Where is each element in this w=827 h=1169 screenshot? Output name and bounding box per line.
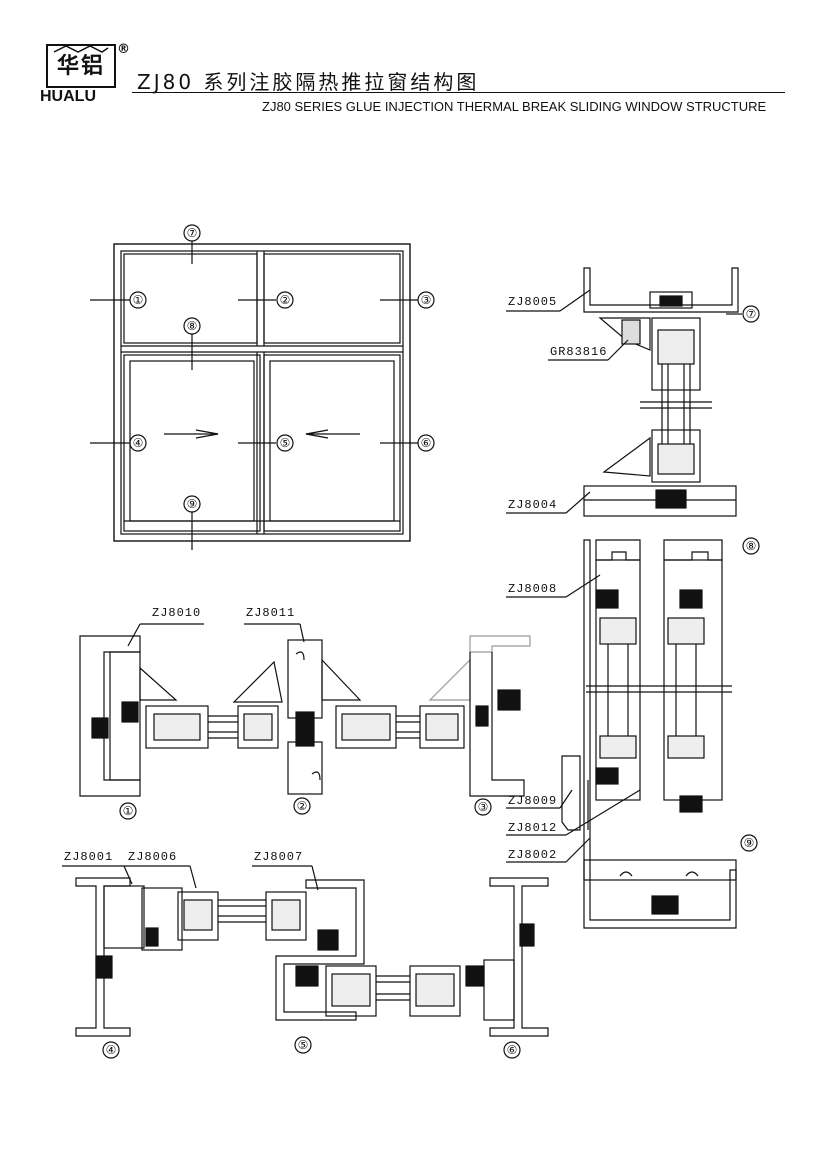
bottom-horizontal-section xyxy=(62,865,549,1059)
label-zj8007: ZJ8007 xyxy=(254,850,303,864)
label-zj8009: ZJ8009 xyxy=(508,794,557,808)
elev-marker-2: ② xyxy=(280,293,291,307)
elev-marker-4: ④ xyxy=(133,436,144,450)
label-zj8008: ZJ8008 xyxy=(508,582,557,596)
label-gr83816: GR83816 xyxy=(550,345,607,359)
elev-marker-9: ⑨ xyxy=(187,497,198,511)
vertical-section xyxy=(506,267,760,929)
bsec-marker-5: ⑤ xyxy=(298,1038,309,1052)
label-zj8001: ZJ8001 xyxy=(64,850,113,864)
logo-frame-icon xyxy=(46,44,116,88)
label-zj8004: ZJ8004 xyxy=(508,498,557,512)
top-horizontal-section xyxy=(79,623,531,820)
label-zj8006: ZJ8006 xyxy=(128,850,177,864)
tsec-marker-3: ③ xyxy=(478,800,489,814)
elev-marker-6: ⑥ xyxy=(421,436,432,450)
registered-mark: ® xyxy=(117,42,130,57)
elev-marker-3: ③ xyxy=(421,293,432,307)
tsec-marker-2: ② xyxy=(297,799,308,813)
bsec-marker-4: ④ xyxy=(106,1043,117,1057)
label-zj8010: ZJ8010 xyxy=(152,606,201,620)
elev-marker-8: ⑧ xyxy=(187,319,198,333)
hualu-logo: 华铝 xyxy=(46,44,116,88)
vsec-marker-8: ⑧ xyxy=(746,539,757,553)
logo-en-text: HUALU xyxy=(40,88,96,105)
label-zj8005: ZJ8005 xyxy=(508,295,557,309)
vsec-marker-9: ⑨ xyxy=(744,836,755,850)
window-elevation xyxy=(90,224,435,550)
label-zj8012: ZJ8012 xyxy=(508,821,557,835)
title-chinese: ZJ80 系列注胶隔热推拉窗结构图 xyxy=(137,70,480,94)
elev-marker-7: ⑦ xyxy=(187,226,198,240)
vsec-marker-7: ⑦ xyxy=(746,307,757,321)
title-underline xyxy=(132,92,785,93)
title-english: ZJ80 SERIES GLUE INJECTION THERMAL BREAK… xyxy=(262,99,767,114)
tsec-marker-1: ① xyxy=(123,804,134,818)
label-zj8011: ZJ8011 xyxy=(246,606,295,620)
logo-cn-text: 华铝 xyxy=(56,54,105,79)
label-zj8002: ZJ8002 xyxy=(508,848,557,862)
elev-marker-1: ① xyxy=(133,293,144,307)
elev-marker-5: ⑤ xyxy=(280,436,291,450)
bsec-marker-6: ⑥ xyxy=(507,1043,518,1057)
